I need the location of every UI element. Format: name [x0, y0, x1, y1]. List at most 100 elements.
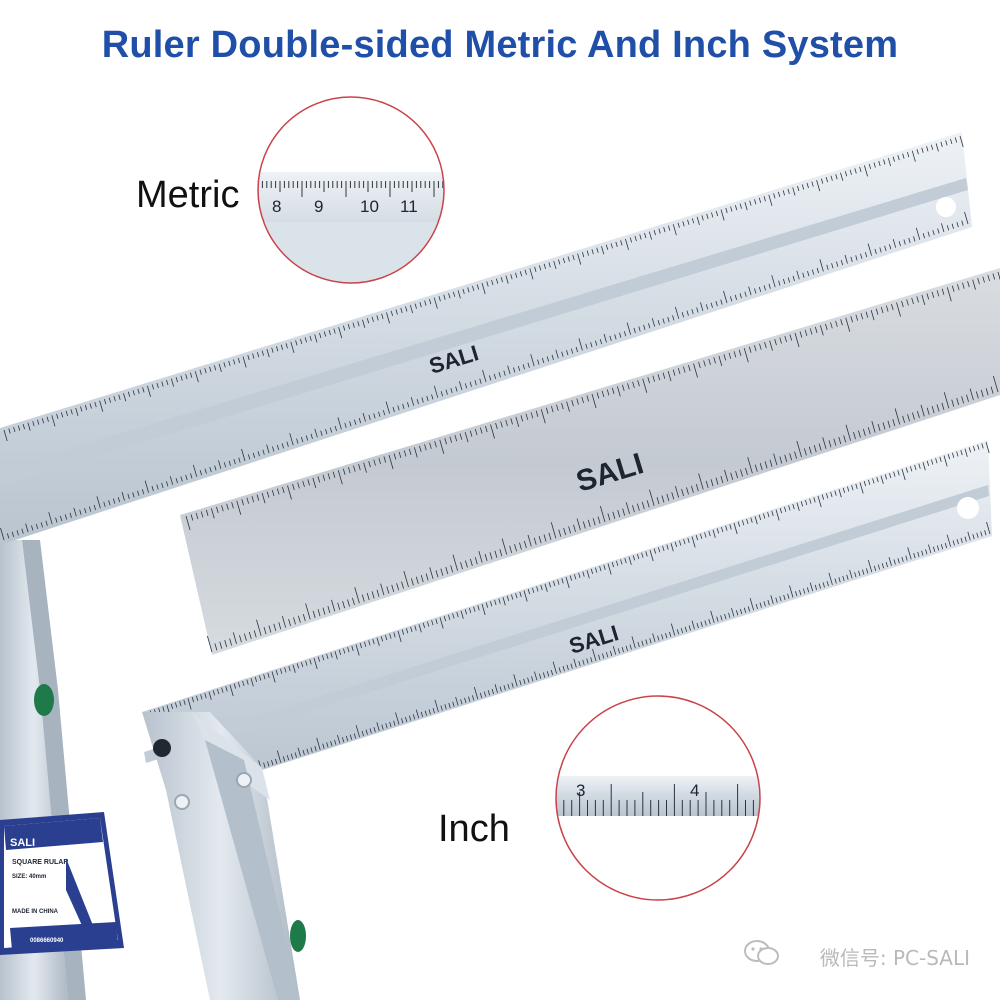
- rivet-2: [174, 794, 190, 810]
- ruler-top-tick: [625, 238, 629, 251]
- ruler-middle-tick: [703, 360, 706, 367]
- ruler-middle-tick: [520, 415, 524, 422]
- ruler-bottom-tick: [292, 664, 296, 673]
- ruler-top-tick: [495, 278, 499, 284]
- ruler-top-tick: [907, 152, 910, 158]
- ruler-top-tick: [855, 255, 858, 261]
- ruler-top-tick: [883, 159, 886, 165]
- ruler-bottom-tick: [385, 723, 388, 729]
- ruler-top-tick: [941, 223, 945, 233]
- ruler-bottom-tick: [813, 497, 816, 503]
- ruler-top-tick: [830, 175, 833, 181]
- ruler-top-tick: [591, 249, 594, 255]
- ruler-middle-tick: [322, 474, 326, 481]
- ruler-bottom-tick: [763, 513, 766, 519]
- ruler-bottom-tick: [691, 536, 696, 548]
- ruler-bottom-tick: [616, 560, 619, 566]
- ruler-top-tick: [17, 425, 21, 431]
- ruler-top-tick: [802, 272, 805, 278]
- ruler-bottom-tick: [343, 648, 346, 654]
- ruler-top-tick: [347, 324, 350, 330]
- ruler-middle-tick: [317, 609, 321, 617]
- ruler-top-tick: [424, 300, 427, 306]
- ruler-bottom-tick: [469, 607, 472, 614]
- ruler-top-tick: [474, 380, 477, 386]
- ruler-middle-tick: [657, 374, 661, 381]
- ruler-middle-tick: [354, 587, 360, 604]
- ruler-middle-tick: [936, 290, 940, 297]
- ruler-bottom-tick: [617, 648, 621, 654]
- ruler-bottom-tick: [907, 547, 912, 560]
- ruler-bottom-tick: [866, 568, 869, 574]
- ruler-middle-tick: [715, 477, 719, 485]
- ruler-top-tick: [529, 268, 534, 280]
- ruler-bottom-tick: [729, 524, 732, 530]
- ruler-top-tick: [247, 354, 250, 361]
- ruler-middle-tick: [813, 445, 817, 453]
- ruler-middle-tick: [636, 503, 640, 511]
- ruler-top-tick: [734, 294, 738, 300]
- ruler-top-tick: [457, 290, 461, 299]
- ruler-middle-tick: [698, 361, 701, 369]
- ruler-bottom-tick: [980, 531, 983, 537]
- ruler-top-tick: [903, 239, 906, 245]
- ruler-top-tick: [581, 252, 585, 258]
- ruler-bottom-tick: [179, 701, 182, 707]
- ruler-middle-tick: [740, 469, 743, 477]
- inch-zoom-circle: 3 4: [555, 695, 761, 901]
- ruler-middle-tick: [743, 348, 749, 363]
- ruler-top-tick: [626, 322, 631, 335]
- ruler-middle-tick: [936, 404, 940, 412]
- ruler-bottom-tick: [200, 694, 203, 700]
- ruler-bottom-tick: [479, 692, 483, 698]
- ruler-bottom-tick: [347, 647, 350, 653]
- ruler-top-tick: [281, 443, 284, 449]
- ruler-middle-tick: [327, 605, 331, 614]
- ruler-bottom-tick: [967, 531, 971, 541]
- ruler-middle-tick: [297, 482, 300, 489]
- ruler-middle-tick: [916, 410, 920, 419]
- ruler-top-tick: [601, 246, 605, 255]
- ruler-middle-tick: [515, 416, 520, 427]
- ruler-middle-tick: [860, 313, 864, 320]
- ruler-middle-tick: [586, 395, 590, 402]
- ruler-top-tick: [395, 309, 398, 315]
- ruler-bottom-tick: [747, 606, 751, 612]
- ruler-bottom-tick: [754, 516, 758, 525]
- ruler-middle-tick: [263, 627, 267, 635]
- ruler-top-tick: [70, 409, 73, 415]
- ruler-top-tick: [386, 312, 390, 324]
- ruler-bottom-tick: [889, 472, 892, 479]
- ruler-top-tick: [935, 143, 939, 152]
- ruler-middle-tick: [545, 407, 549, 414]
- ruler-bottom-tick: [986, 521, 991, 535]
- ruler-middle-tick: [464, 432, 469, 443]
- ruler-bottom-tick: [515, 593, 518, 599]
- ruler-middle-tick: [867, 427, 871, 435]
- ruler-middle-tick: [251, 496, 255, 503]
- ruler-middle-tick: [656, 497, 660, 505]
- ruler-middle-tick: [190, 514, 194, 521]
- ruler-top-tick: [280, 344, 284, 350]
- ruler-top-tick: [585, 343, 588, 349]
- ruler-bottom-tick: [302, 749, 305, 756]
- ruler-bottom-tick: [770, 595, 774, 604]
- ruler-middle-tick: [396, 583, 400, 591]
- ruler-bottom-tick: [985, 441, 990, 454]
- ruler-bottom-tick: [710, 610, 715, 624]
- ruler-bottom-tick: [410, 626, 413, 633]
- ruler-top-tick: [166, 379, 169, 386]
- ruler-middle-tick: [672, 369, 676, 376]
- spirit-level-bottom: [290, 920, 306, 952]
- ruler-bottom-tick: [550, 669, 554, 676]
- ruler-middle-tick: [906, 299, 909, 306]
- ruler-middle-tick: [353, 465, 356, 472]
- ruler-middle-tick: [612, 511, 616, 519]
- ruler-middle-tick: [708, 358, 711, 366]
- ruler-bottom-tick: [779, 596, 782, 602]
- ruler-top-tick: [657, 320, 660, 326]
- ruler-top-tick: [614, 334, 617, 340]
- ruler-bottom-tick: [918, 463, 921, 469]
- ruler-top-tick: [35, 523, 39, 530]
